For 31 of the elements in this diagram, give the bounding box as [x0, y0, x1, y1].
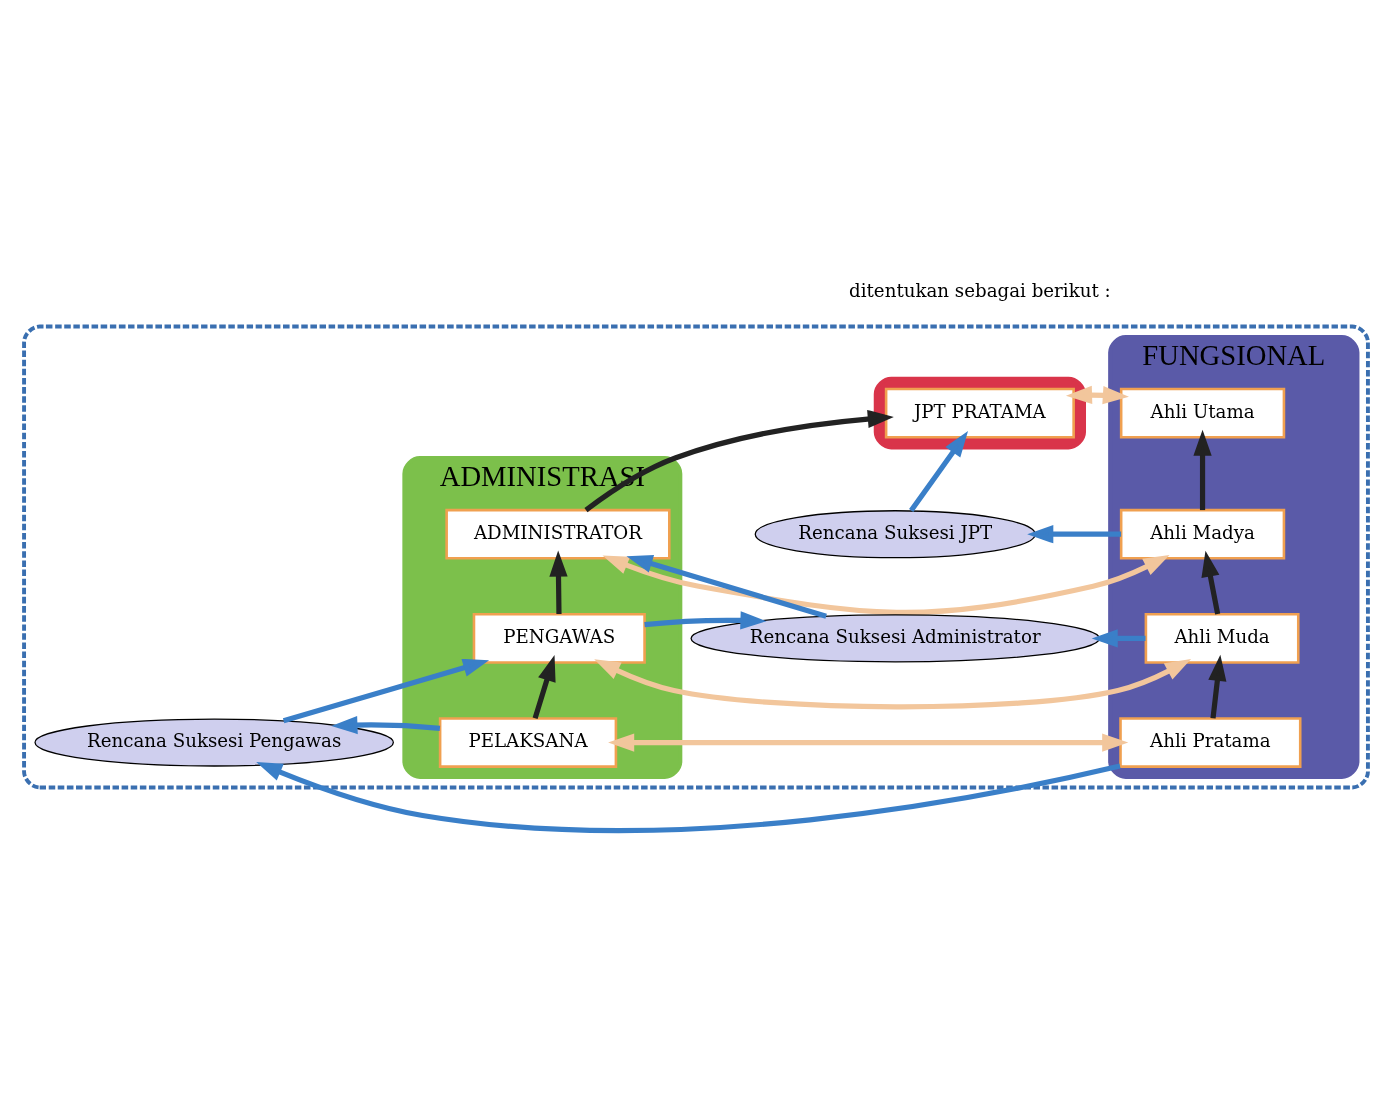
- arrow: [909, 430, 969, 512]
- arrow: [608, 732, 1129, 752]
- node-box: ADMINISTRATOR: [445, 508, 671, 560]
- node-box: Ahli Muda: [1144, 612, 1300, 664]
- node-box: JPT PRATAMA: [884, 387, 1075, 438]
- arrow: [584, 409, 894, 512]
- arrow: [644, 610, 767, 630]
- node-box: Ahli Pratama: [1119, 716, 1302, 768]
- arrow: [532, 654, 556, 719]
- arrow: [594, 658, 1192, 709]
- label: ditentukan sebagai berikut :: [849, 279, 1111, 301]
- arrow: [1027, 524, 1122, 543]
- node-ellipse: Rencana Suksesi Administrator: [690, 613, 1101, 662]
- cluster: [873, 376, 1086, 450]
- node-ellipse: Rencana Suksesi JPT: [754, 509, 1036, 558]
- arrow: [1208, 654, 1227, 718]
- arrow: [1065, 385, 1129, 404]
- arrow: [282, 658, 490, 723]
- arrow: [1091, 628, 1146, 648]
- arrow: [256, 761, 1121, 833]
- arrow: [549, 550, 568, 614]
- node-box: PELAKSANA: [438, 716, 618, 768]
- arrow: [1193, 429, 1212, 510]
- node-box: Ahli Madya: [1119, 508, 1286, 560]
- arrow: [1201, 550, 1221, 615]
- cluster: [22, 324, 1370, 789]
- arrow: [331, 715, 441, 734]
- node-box: PENGAWAS: [472, 612, 646, 664]
- arrow: [602, 554, 1170, 615]
- node-box: Ahli Utama: [1119, 387, 1286, 438]
- arrow: [626, 554, 827, 619]
